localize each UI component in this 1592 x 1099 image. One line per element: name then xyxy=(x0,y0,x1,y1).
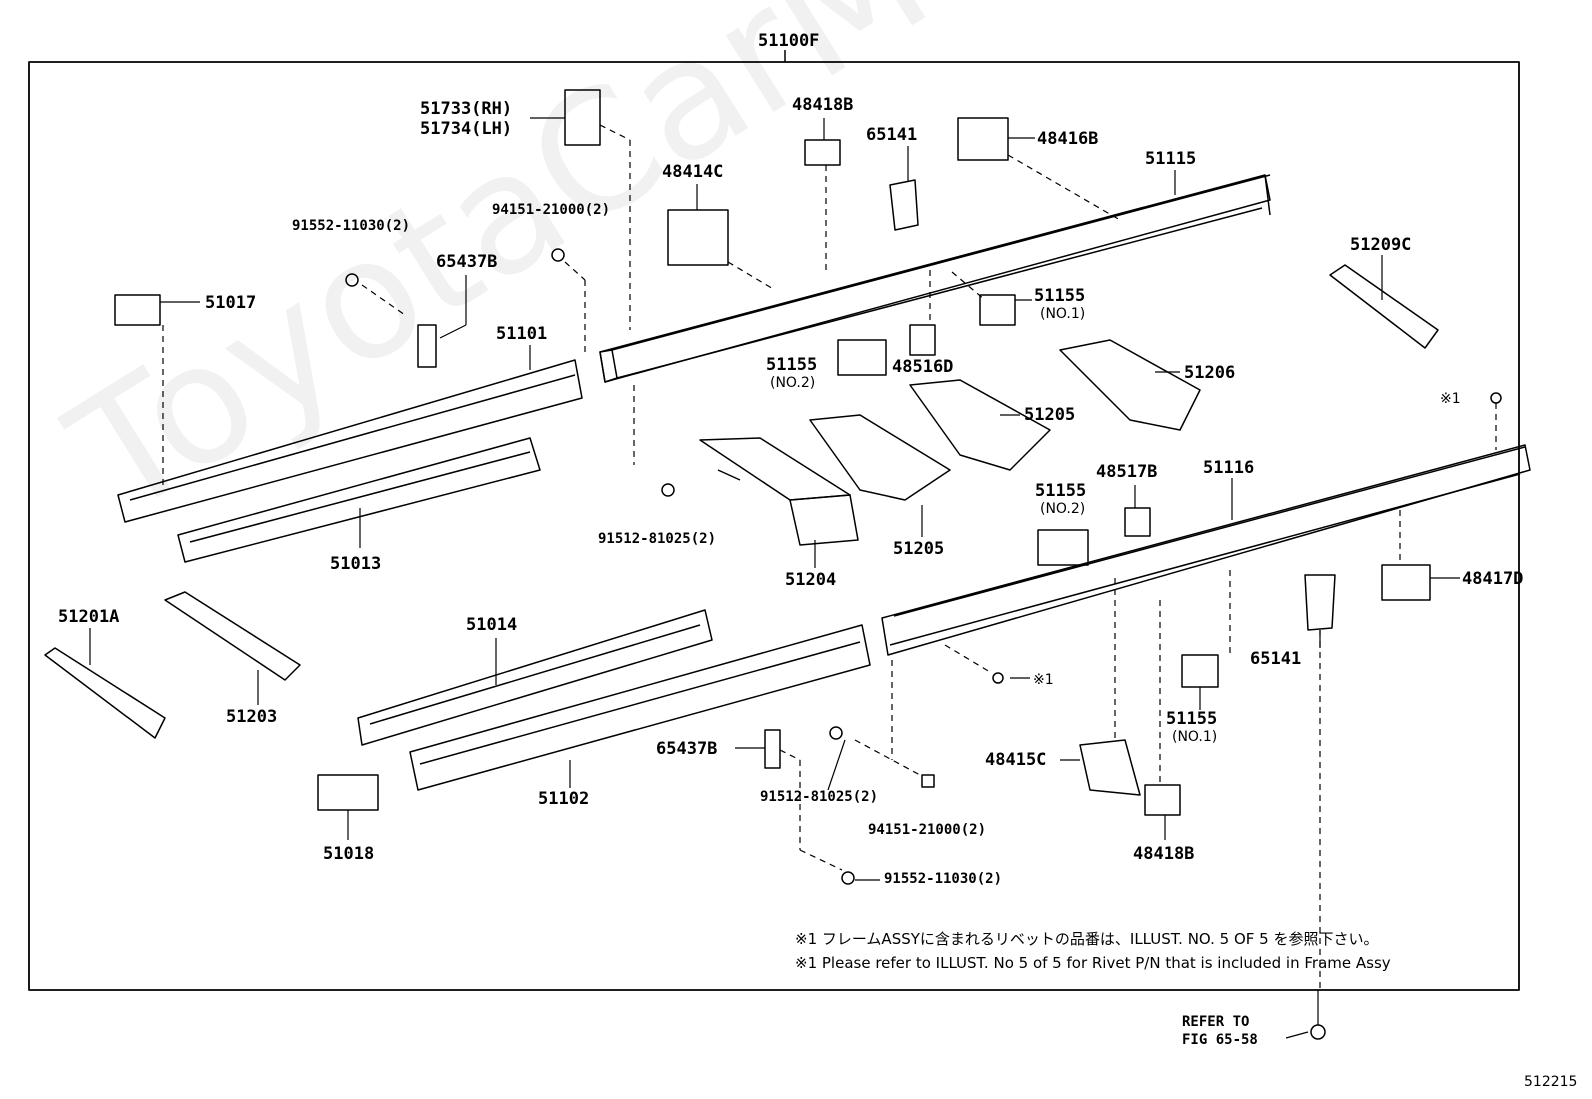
label-51018: 51018 xyxy=(323,844,375,864)
part-65437B-bot-plate xyxy=(764,729,781,769)
label-assembly-51100F: 51100F xyxy=(758,31,820,51)
nut-94151-top xyxy=(551,248,565,262)
label-51155-no1-bot: 51155 xyxy=(1166,709,1218,729)
label-48417D: 48417D xyxy=(1462,569,1524,589)
assembly-frame-border xyxy=(28,61,1520,991)
part-65437B-top-plate xyxy=(417,324,437,368)
part-51204-crossmember xyxy=(699,437,859,546)
rivet-star1-mid xyxy=(992,672,1004,684)
bolt-refer-fig xyxy=(1310,1024,1326,1040)
part-51733-bracket xyxy=(564,89,601,146)
label-48418B-top: 48418B xyxy=(792,95,854,115)
label-91552-top: 91552-11030(2) xyxy=(292,218,411,234)
label-51155-no2-mid: 51155 xyxy=(1035,481,1087,501)
label-51201A: 51201A xyxy=(58,607,120,627)
label-51205-bot: 51205 xyxy=(893,539,945,559)
rivet-star1-top xyxy=(1490,392,1502,404)
part-48418B-top-bracket xyxy=(804,139,841,166)
label-65437B-top: 65437B xyxy=(436,252,498,272)
part-48414C-bracket xyxy=(667,209,729,266)
label-star1-top: ※1 xyxy=(1440,391,1461,407)
label-no2-mid: (NO.2) xyxy=(1040,501,1086,517)
part-48417D-bracket xyxy=(1381,564,1431,601)
label-48415C: 48415C xyxy=(985,750,1047,770)
label-48416B: 48416B xyxy=(1037,129,1099,149)
bolt-91512-bot xyxy=(829,726,843,740)
part-48415C-bracket xyxy=(1079,739,1141,796)
note-english: ※1 Please refer to ILLUST. No 5 of 5 for… xyxy=(795,954,1391,972)
label-51017: 51017 xyxy=(205,293,257,313)
label-no1-top: (NO.1) xyxy=(1040,306,1086,322)
figure-id: 512215 xyxy=(1524,1074,1578,1090)
label-51101: 51101 xyxy=(496,324,548,344)
bolt-91512-mid xyxy=(661,483,675,497)
label-51115: 51115 xyxy=(1145,149,1197,169)
label-48517B: 48517B xyxy=(1096,462,1158,482)
label-51116: 51116 xyxy=(1203,458,1255,478)
part-51155-no2-mid-plate xyxy=(1037,529,1089,566)
nut-94151-bot xyxy=(921,774,935,788)
label-51155-no1-top: 51155 xyxy=(1034,286,1086,306)
part-51018-bracket xyxy=(317,774,379,811)
label-no2-top: (NO.2) xyxy=(770,375,816,391)
part-51205-crossmember-a xyxy=(809,414,951,501)
label-star1-mid: ※1 xyxy=(1033,672,1054,688)
part-51017-bracket xyxy=(114,294,161,326)
part-51209C-crossmember xyxy=(1329,264,1439,349)
label-51102: 51102 xyxy=(538,789,590,809)
part-51155-no1-bot-plate xyxy=(1181,654,1219,688)
bolt-91552-bot xyxy=(841,871,855,885)
label-91512-bot: 91512-81025(2) xyxy=(760,789,879,805)
part-51205-crossmember-b xyxy=(909,379,1051,471)
part-65141-top-bracket xyxy=(889,179,919,231)
part-51203-crossmember xyxy=(164,591,301,681)
label-48516D: 48516D xyxy=(892,357,954,377)
label-51014: 51014 xyxy=(466,615,518,635)
part-48418B-bot-bracket xyxy=(1144,784,1181,816)
label-51733: 51733(RH) xyxy=(420,99,513,119)
part-51116-side-rail xyxy=(881,444,1531,656)
label-51734: 51734(LH) xyxy=(420,119,513,139)
label-94151-top: 94151-21000(2) xyxy=(492,202,611,218)
label-51209C: 51209C xyxy=(1350,235,1412,255)
label-51206: 51206 xyxy=(1184,363,1236,383)
label-91552-bot: 91552-11030(2) xyxy=(884,871,1003,887)
label-48418B-bot: 48418B xyxy=(1133,844,1195,864)
label-no1-bot: (NO.1) xyxy=(1172,729,1218,745)
note-japanese: ※1 フレームASSYに含まれるリベットの品番は、ILLUST. NO. 5 O… xyxy=(795,930,1379,948)
part-65141-bot-bracket xyxy=(1304,574,1336,631)
part-51206-crossmember xyxy=(1059,339,1201,431)
label-65141-bot: 65141 xyxy=(1250,649,1302,669)
refer-to-label: REFER TO xyxy=(1182,1014,1250,1030)
label-51204: 51204 xyxy=(785,570,837,590)
part-51115-side-rail xyxy=(599,174,1271,383)
refer-fig-label: FIG 65-58 xyxy=(1182,1032,1258,1048)
part-51201A-crossmember xyxy=(44,647,166,739)
label-94151-bot: 94151-21000(2) xyxy=(868,822,987,838)
part-51155-no2-top-plate xyxy=(837,339,887,376)
part-51155-no1-top-plate xyxy=(979,294,1016,326)
bolt-91552-top xyxy=(345,273,359,287)
label-51013: 51013 xyxy=(330,554,382,574)
label-65141-top: 65141 xyxy=(866,125,918,145)
label-48414C: 48414C xyxy=(662,162,724,182)
label-91512-mid: 91512-81025(2) xyxy=(598,531,717,547)
label-51203: 51203 xyxy=(226,707,278,727)
part-48516D-bracket xyxy=(909,324,936,356)
part-51102-rail xyxy=(409,624,871,791)
label-51155-no2-top: 51155 xyxy=(766,355,818,375)
part-51014-rail xyxy=(357,609,713,746)
part-48517B-bracket xyxy=(1124,507,1151,537)
label-65437B-bot: 65437B xyxy=(656,739,718,759)
part-51013-rail xyxy=(177,437,541,563)
part-48416B-bracket xyxy=(957,117,1009,161)
part-51101-rail xyxy=(117,359,583,523)
label-51205-top: 51205 xyxy=(1024,405,1076,425)
